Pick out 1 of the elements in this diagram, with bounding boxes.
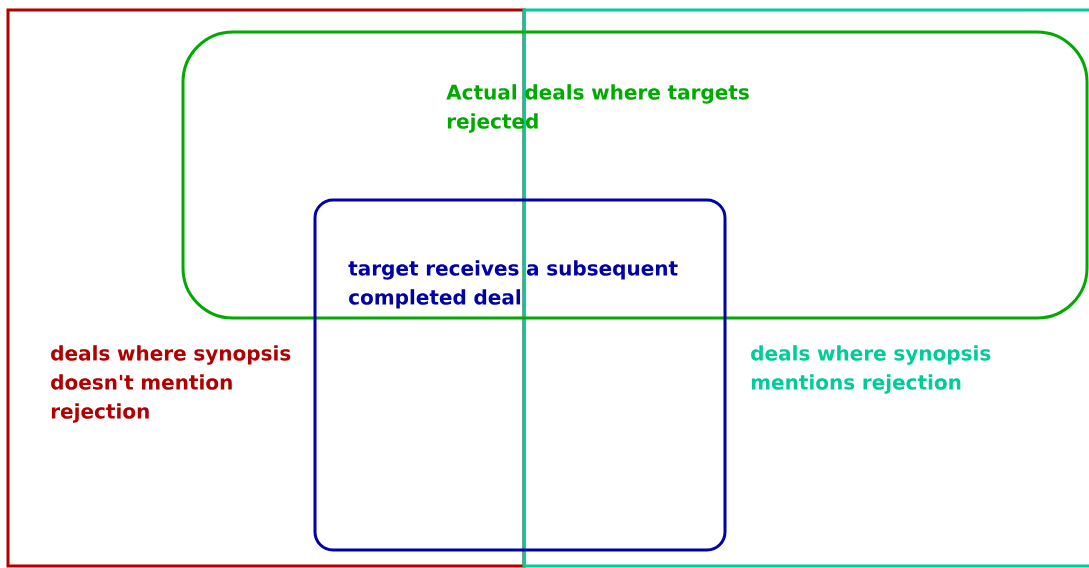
rounded-region: target receives a subsequent completed deal xyxy=(313,198,727,552)
